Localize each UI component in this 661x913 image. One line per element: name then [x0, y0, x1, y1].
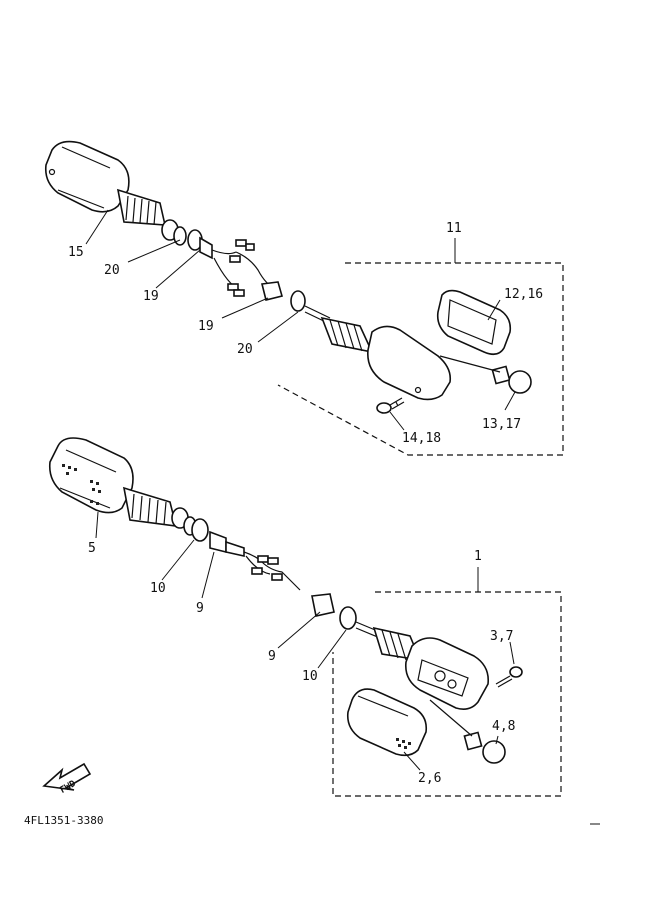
- dashed-group-box-11: [277, 262, 564, 456]
- callout-4-8: 4,8: [492, 719, 515, 734]
- rear-turn-signal-assembly-top: [44, 140, 564, 456]
- callout-15: 15: [68, 245, 84, 260]
- callout-14-18: 14,18: [402, 431, 441, 446]
- callout-5: 5: [88, 541, 96, 556]
- washer-20-lower: [290, 290, 306, 312]
- callout-2-6: 2,6: [418, 771, 441, 786]
- callout-9-lower: 9: [268, 649, 276, 664]
- turn-signal-body-11: [320, 316, 452, 401]
- lens-2-6: [346, 688, 428, 757]
- turn-signal-housing-5: [48, 437, 197, 536]
- grommet-9-lower: [311, 593, 335, 617]
- grommet-9: [209, 530, 227, 554]
- bulb-4-8: [429, 699, 506, 764]
- washer-10: [191, 518, 209, 542]
- leader-lines: [85, 209, 516, 771]
- lens-12-16: [436, 289, 512, 356]
- callout-19-upper: 19: [143, 289, 159, 304]
- front-turn-signal-assembly-bottom: [48, 437, 562, 797]
- dashed-group-box-1: [332, 591, 562, 797]
- callout-20-lower: 20: [237, 342, 253, 357]
- callout-13-17: 13,17: [482, 417, 521, 432]
- turn-signal-body-1: [372, 626, 490, 710]
- forward-arrow-icon: FWD: [42, 762, 92, 796]
- callout-9-upper: 9: [196, 601, 204, 616]
- callout-10-upper: 10: [150, 581, 166, 596]
- screw-14-18: [376, 397, 405, 414]
- callout-12-16: 12,16: [504, 287, 543, 302]
- callout-1: 1: [474, 549, 482, 564]
- grommet-19-lower: [261, 281, 283, 301]
- callout-11: 11: [446, 221, 462, 236]
- screw-3-7: [495, 666, 523, 688]
- washer-10-lower: [339, 606, 357, 630]
- turn-signal-housing-15: [44, 140, 187, 246]
- grommet-19: [199, 236, 213, 260]
- drawing-code: 4FL1351-3380: [24, 814, 103, 827]
- bulb-13-17: [439, 355, 532, 394]
- callout-10-lower: 10: [302, 669, 318, 684]
- callout-3-7: 3,7: [490, 629, 513, 644]
- callout-19-lower: 19: [198, 319, 214, 334]
- callout-20-upper: 20: [104, 263, 120, 278]
